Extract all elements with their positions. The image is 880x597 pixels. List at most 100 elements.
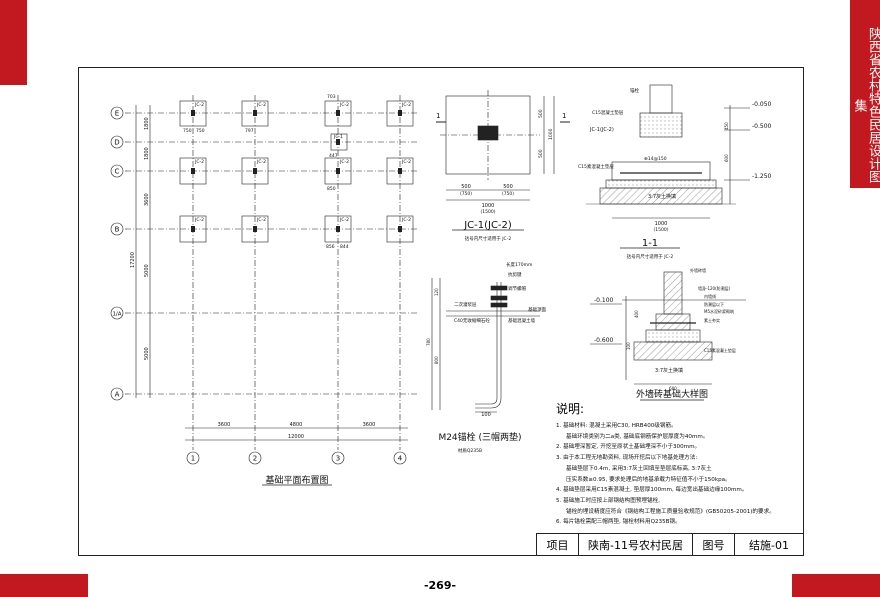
section-1-1-text: 锚栓 C15混凝土垫层 JC-1(JC-2) C15素混凝土垫层 3:7灰土换填… [578, 87, 772, 260]
footing-label: JC-1 [333, 134, 343, 140]
anchor-dim: 120 [434, 288, 439, 296]
footing-label: JC-2 [339, 217, 349, 223]
wall-label: C15素混凝土垫层 [704, 347, 736, 353]
section-dim: 1000 [655, 221, 668, 227]
note-line: 5. 基础施工时应按上部钢结构图预埋锚栓, [556, 497, 660, 504]
foundation-plan [110, 95, 418, 486]
footing-dim: 703 [327, 94, 336, 100]
total-width: 12000 [288, 434, 304, 440]
section-label: C15素混凝土垫层 [578, 163, 614, 170]
footing-dim: 856 [326, 244, 335, 250]
row-spacing: 1800 [144, 117, 150, 130]
section-dim: 600 [724, 154, 729, 162]
elevation-value: -0.500 [752, 123, 772, 130]
wall-label: M5水泥砂浆砌筑 [704, 308, 734, 314]
footing-detail-title: JC-1(JC-2) [463, 220, 512, 231]
axis-label-2: 2 [253, 455, 257, 463]
anchor-dim: 780 [426, 338, 431, 346]
anchor-label: 基础混凝土墙 [508, 317, 535, 324]
footer-bar-left [0, 574, 88, 597]
anchor-label: C40无收缩细石砼 [454, 317, 490, 324]
axis-label-1: 1 [191, 455, 195, 463]
project-label: 项目 [537, 534, 579, 555]
note-line: 3. 由于本工程无地勘资料, 现场开挖后以下地基处理方法: [556, 455, 698, 462]
axis-label-4: 4 [398, 455, 403, 463]
axis-label-A: A [115, 391, 120, 399]
anchor-dim: 800 [434, 356, 439, 364]
axis-label-B: B [115, 226, 120, 234]
anchor-dim: 100 [481, 412, 491, 418]
footing-plan-detail [436, 90, 570, 231]
footing-plan-text: 1 1 500 500 (750) (750) 1000 (1500) 500 … [436, 109, 566, 242]
anchor-label: 基础顶面 [528, 306, 546, 313]
footing-dim: 797 [245, 128, 254, 134]
note-line: 1. 基础材料: 混凝土采用C30, HRB400级钢筋。 [556, 423, 677, 429]
wall-footing-detail [590, 271, 746, 401]
note-line: 锚栓的埋设精度应符合《钢结构工程施工质量验收规范》(GB50205-2001)的… [566, 508, 775, 515]
section-label: 锚栓 [630, 87, 639, 94]
anchor-subtitle: 材质Q235B [458, 447, 482, 454]
wall-label: 素土夯实 [704, 317, 720, 323]
axis-label-3: 3 [336, 455, 340, 463]
section-label: JC-1(JC-2) [589, 127, 614, 133]
section-mark: 1 [436, 112, 440, 120]
section-mark: 1 [562, 112, 566, 120]
note-line: 4. 基础垫层采用C15素混凝土, 垫层厚100mm, 每边宽出基础边缘100m… [556, 487, 748, 494]
footing-label: JC-2 [194, 102, 204, 108]
anchor-title: M24锚栓 (三帽两垫) [438, 431, 521, 443]
side-title: 陕西省农村特色民居设计图集 [851, 27, 880, 183]
elevation-value: -0.050 [752, 101, 772, 108]
footing-dim: 750 [196, 128, 205, 134]
section-label: 3:7灰土换填 [648, 193, 676, 200]
footing-label: JC-2 [339, 102, 349, 108]
footing-dim: 500 [538, 149, 544, 158]
footing-label: JC-2 [256, 217, 266, 223]
page-number: -269- [423, 579, 457, 592]
section-label: C15混凝土垫层 [592, 109, 624, 116]
wall-label: 墙身-120(防潮层) [698, 285, 731, 291]
section-subtitle: 括号内尺寸适用于 JC-2 [627, 253, 674, 260]
footing-label: JC-2 [401, 217, 411, 223]
footing-dim: 850 [327, 186, 336, 192]
section-title: 1-1 [642, 238, 658, 249]
column-spacing: 3600 [363, 422, 376, 428]
footing-dim: (750) [460, 191, 472, 197]
design-notes: 说明: 1. 基础材料: 混凝土采用C30, HRB400级钢筋。 基础环境类别… [556, 400, 796, 528]
footing-dim: 500 [461, 184, 471, 190]
footing-label: JC-2 [194, 159, 204, 165]
footer-bar-right [792, 574, 880, 597]
anchor-label: 抗剪键 [508, 271, 522, 278]
row-spacing: 5000 [144, 264, 150, 277]
anchor-bolt-detail [431, 278, 540, 413]
total-depth: 17200 [130, 252, 136, 268]
column-spacing: 4800 [290, 422, 303, 428]
footing-dim: (1500) [481, 209, 496, 215]
anchor-label: 调节螺帽 [508, 285, 526, 292]
wall-dim: 400 [634, 310, 639, 318]
corner-tab-top-left [0, 0, 27, 85]
note-line: 6. 每片锚栓需配三帽两垫, 锚栓材料用Q235B钢。 [556, 519, 681, 526]
axis-label-D: D [114, 139, 119, 147]
footing-label: JC-2 [401, 102, 411, 108]
axis-label-C: C [115, 168, 120, 176]
wall-title: 外墙砖基础大样图 [636, 388, 708, 400]
footing-dim: 1000 [548, 128, 554, 140]
footing-label: JC-2 [256, 102, 266, 108]
row-spacing: 1800 [144, 147, 150, 160]
section-1-1-detail [586, 84, 750, 249]
section-label: ⊕14@150 [644, 156, 667, 162]
column-spacing: 3600 [218, 422, 231, 428]
anchor-label: 长度170mm [506, 261, 532, 268]
section-dim: (1500) [654, 227, 669, 233]
footing-label: JC-2 [339, 159, 349, 165]
footing-dim: 500 [503, 184, 513, 190]
plan-title: 基础平面布置图 [265, 474, 328, 486]
footing-dim: 1000 [482, 203, 495, 209]
footing-dim: 844 [340, 244, 349, 250]
footing-dim: 500 [538, 109, 544, 118]
plan-text: E D C B 1/A A 1 2 3 4 1800 1800 3600 500… [112, 94, 411, 486]
anchor-bolt-text: 长度170mm 抗剪键 调节螺帽 二次灌浆层 C40无收缩细石砼 基础顶面 基础… [426, 261, 546, 454]
anchor-label: 二次灌浆层 [454, 301, 477, 308]
wall-elevation: -0.600 [594, 337, 614, 344]
